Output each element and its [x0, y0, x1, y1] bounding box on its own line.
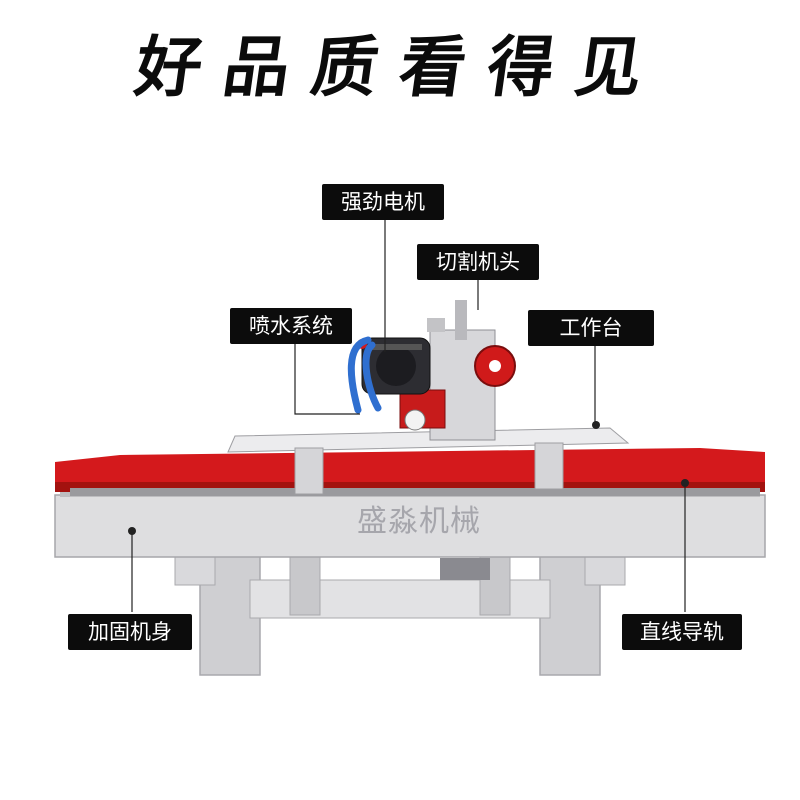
callout-water-system: 喷水系统	[230, 308, 352, 344]
red-rail	[55, 448, 765, 492]
callout-motor: 强劲电机	[322, 184, 444, 220]
callout-lines	[131, 216, 686, 612]
water-hoses	[347, 336, 382, 414]
callout-cutting-head: 切割机头	[417, 244, 539, 280]
machine-base	[174, 554, 626, 676]
callout-worktable: 工作台	[528, 310, 654, 346]
linear-guide	[70, 479, 760, 496]
watermark: 盛淼机械	[357, 504, 481, 539]
headline: 好品质看得见	[130, 28, 670, 106]
cutting-head	[399, 300, 516, 441]
callout-guide-rail: 直线导轨	[622, 614, 742, 650]
motor	[357, 337, 431, 395]
callout-frame: 加固机身	[68, 614, 192, 650]
